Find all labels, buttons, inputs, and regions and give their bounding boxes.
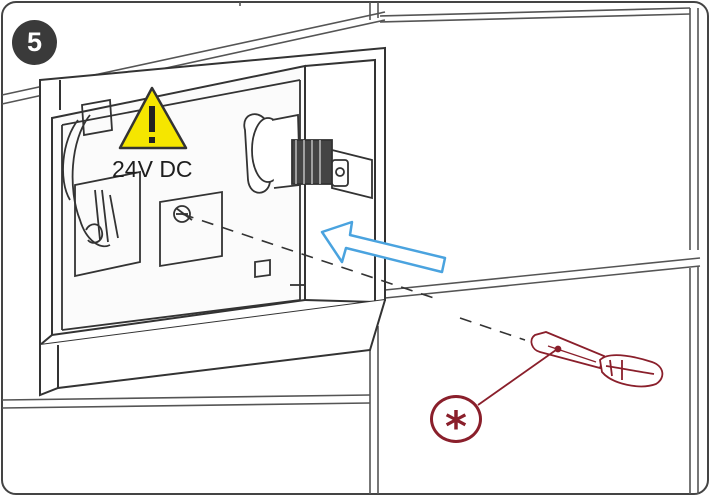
insertion-guide-lines (181, 213, 526, 341)
callout-marker: * (430, 395, 482, 451)
recessed-box (39, 46, 386, 397)
pin-tool-icon (530, 331, 664, 388)
insert-arrow-icon (320, 220, 447, 274)
warning-triangle-icon (118, 86, 188, 150)
voltage-label: 24V DC (112, 156, 193, 182)
wiring-cutout (62, 98, 141, 278)
step-number-badge: 5 (12, 20, 57, 65)
valve-cylinder (243, 113, 373, 200)
wall-tiles (1, 2, 701, 494)
mounting-plate (61, 79, 305, 331)
callout-leader (477, 345, 562, 406)
